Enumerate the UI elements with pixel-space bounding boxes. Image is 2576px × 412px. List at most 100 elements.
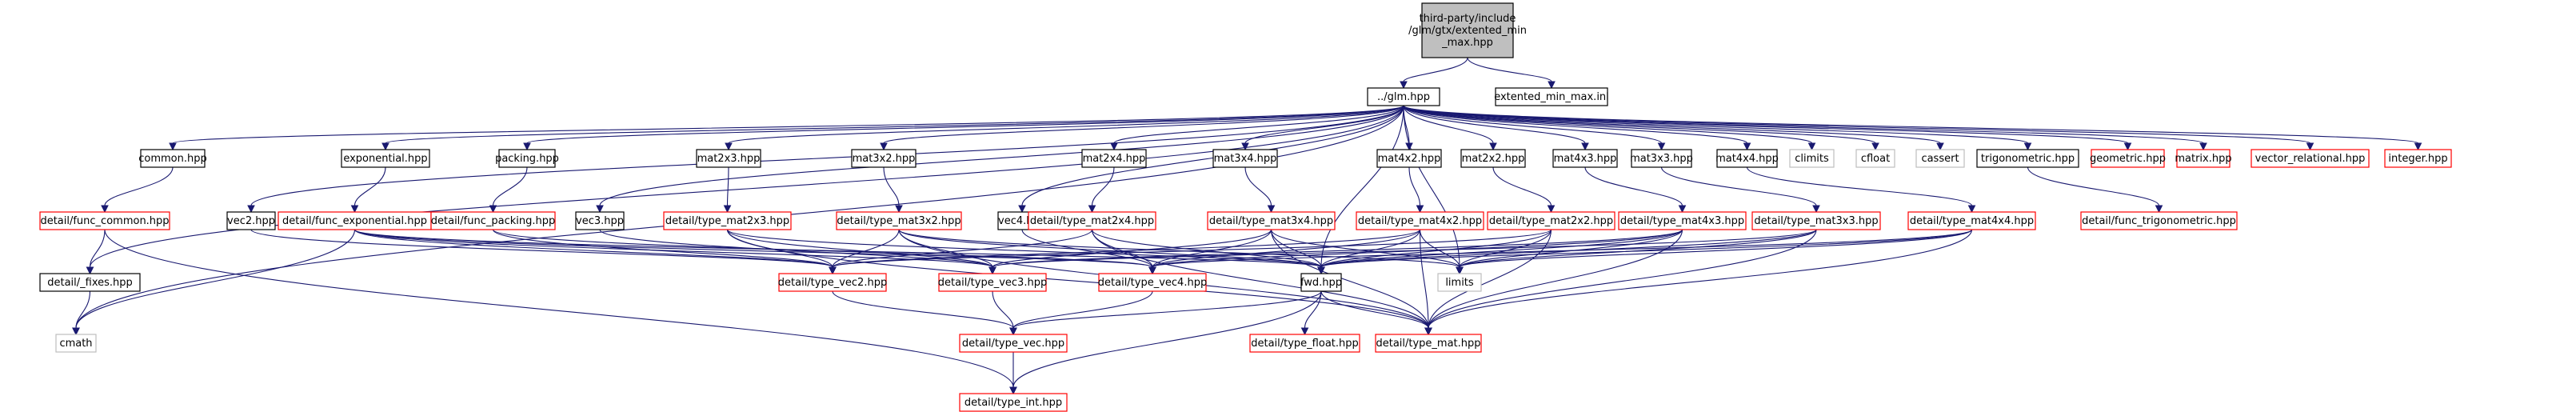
node-box [938,273,1047,292]
node-mat2x2[interactable]: mat2x2.hpp [1460,149,1526,168]
node-fixes[interactable]: detail/_fixes.hpp [39,273,141,292]
node-label: detail/type_mat3x2.hpp [837,215,961,227]
node-label: third-party/include [1420,13,1516,25]
node-matrix[interactable]: matrix.hpp [2175,149,2232,168]
node-trig[interactable]: trigonometric.hpp [1976,149,2079,168]
node-label: mat2x2.hpp [1462,153,1525,165]
node-common[interactable]: common.hpp [138,149,207,168]
node-label: geometric.hpp [2090,153,2166,165]
node-label: exponential.hpp [343,153,427,165]
node-box [1300,273,1342,292]
node-geometric[interactable]: geometric.hpp [2090,149,2166,168]
node-box [1437,273,1482,292]
node-box [1376,149,1442,168]
node-box [836,211,962,230]
node-box [1249,334,1360,353]
edge-glm-to-mat2x4 [1110,105,1404,151]
node-tm2x2[interactable]: detail/type_mat2x2.hpp [1487,211,1615,230]
node-mat4x4[interactable]: mat4x4.hpp [1715,149,1779,168]
node-tm4x2[interactable]: detail/type_mat4x2.hpp [1356,211,1484,230]
edge-glm-to-vec2 [247,105,1404,214]
node-box [498,149,556,168]
node-glm[interactable]: ../glm.hpp [1367,87,1440,106]
node-func_exponential[interactable]: detail/func_exponential.hpp [278,211,432,230]
node-func_common[interactable]: detail/func_common.hpp [39,211,170,230]
node-label: detail/type_vec2.hpp [778,277,887,289]
node-box [1460,149,1526,168]
node-box [1907,211,2036,230]
node-tm4x3[interactable]: detail/type_mat4x3.hpp [1618,211,1747,230]
edge-mat4x3-to-tm4x3 [1584,166,1687,214]
node-mat4x2[interactable]: mat4x2.hpp [1376,149,1442,168]
node-box [226,211,276,230]
node-label: detail/type_mat.hpp [1376,338,1480,350]
node-tfloat[interactable]: detail/type_float.hpp [1249,334,1360,353]
node-label: detail/type_mat2x3.hpp [665,215,789,227]
node-inl[interactable]: extented_min_max.inl [1494,87,1609,106]
edge-fwd-to-tfloat [1300,290,1322,336]
node-label: trigonometric.hpp [1981,153,2075,165]
edge-tm3x3-to-tvec3 [988,229,1817,275]
node-mat3x2[interactable]: mat3x2.hpp [851,149,917,168]
node-mat4x3[interactable]: mat4x3.hpp [1552,149,1618,168]
node-tvec2[interactable]: detail/type_vec2.hpp [778,273,887,292]
node-cmath[interactable]: cmath [55,334,97,353]
edge-glm-to-integer [1403,105,2422,151]
node-box [1367,87,1440,106]
edge-glm-to-mat3x3 [1403,105,1666,151]
node-label: common.hpp [138,153,207,165]
node-box [2176,149,2231,168]
node-tm2x4[interactable]: detail/type_mat2x4.hpp [1028,211,1156,230]
node-box [778,273,887,292]
node-box [1716,149,1778,168]
node-limits[interactable]: limits [1437,273,1482,292]
node-label: climits [1795,153,1829,165]
node-tm4x4[interactable]: detail/type_mat4x4.hpp [1907,211,2036,230]
node-func_packing[interactable]: detail/func_packing.hpp [430,211,556,230]
node-vec3[interactable]: vec3.hpp [575,211,625,230]
edge-mat4x2-to-tm4x2 [1408,166,1424,214]
node-exponential[interactable]: exponential.hpp [341,149,430,168]
node-label: detail/func_exponential.hpp [282,215,427,227]
node-tvec[interactable]: detail/type_vec.hpp [959,334,1068,353]
edge-func_exponential-to-tvec2 [353,229,837,275]
node-tm3x3[interactable]: detail/type_mat3x3.hpp [1751,211,1881,230]
node-tint[interactable]: detail/type_int.hpp [959,393,1068,412]
node-fwd[interactable]: fwd.hpp [1300,273,1342,292]
node-mat3x3[interactable]: mat3x3.hpp [1630,149,1693,168]
node-label: detail/type_int.hpp [965,397,1062,409]
node-label: _max.hpp [1441,37,1493,49]
node-climits[interactable]: climits [1789,149,1835,168]
node-tvec4[interactable]: detail/type_vec4.hpp [1098,273,1207,292]
edge-glm-to-common [169,105,1404,151]
node-integer[interactable]: integer.hpp [2384,149,2452,168]
node-tmat[interactable]: detail/type_mat.hpp [1375,334,1482,353]
node-box [1356,211,1484,230]
node-label: vec3.hpp [576,215,624,227]
node-vecrel[interactable]: vector_relational.hpp [2251,149,2370,168]
node-mat2x3[interactable]: mat2x3.hpp [696,149,761,168]
edge-glm-to-mat2x3 [725,105,1404,151]
node-cfloat[interactable]: cfloat [1855,149,1895,168]
node-root[interactable]: third-party/include/glm/gtx/extented_min… [1408,2,1527,58]
node-cassert[interactable]: cassert [1915,149,1965,168]
node-vec2[interactable]: vec2.hpp [226,211,276,230]
node-box [696,149,761,168]
node-box [39,273,141,292]
node-tm3x4[interactable]: detail/type_mat3x4.hpp [1207,211,1336,230]
node-mat3x4[interactable]: mat3x4.hpp [1212,149,1278,168]
node-tvec3[interactable]: detail/type_vec3.hpp [938,273,1047,292]
edge-root-to-inl [1467,57,1556,90]
node-tm3x2[interactable]: detail/type_mat3x2.hpp [836,211,962,230]
edge-glm-to-climits [1403,105,1816,151]
edge-glm-to-cfloat [1403,105,1879,151]
node-label: mat3x3.hpp [1630,153,1693,165]
node-label: limits [1445,277,1474,289]
node-box [1915,149,1965,168]
node-packing[interactable]: packing.hpp [495,149,559,168]
node-mat2x4[interactable]: mat2x4.hpp [1081,149,1147,168]
node-func_trig[interactable]: detail/func_trigonometric.hpp [2080,211,2238,230]
node-tm2x3[interactable]: detail/type_mat2x3.hpp [663,211,792,230]
node-box [2080,211,2238,230]
edge-tm4x4-to-tvec4 [1148,229,1973,275]
